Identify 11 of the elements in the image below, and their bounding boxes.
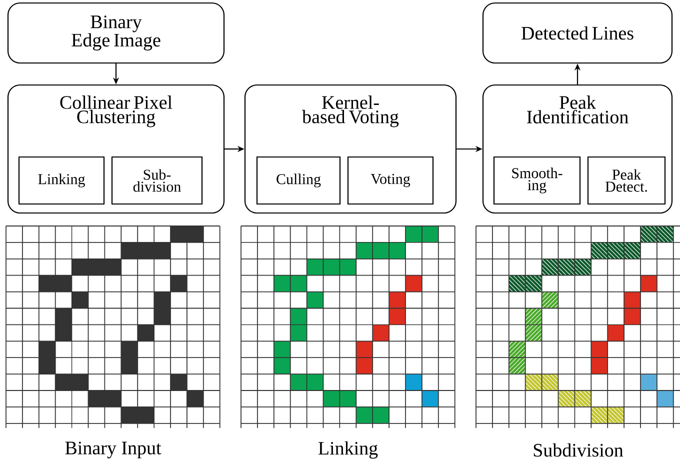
process-box: Binary Edge Image — [7, 2, 225, 64]
grid-caption: Subdivision — [534, 443, 624, 457]
step-box: Culling — [256, 156, 341, 205]
step-box: Sub- division — [111, 156, 203, 205]
step-box: Voting — [347, 156, 434, 205]
grid-caption: Binary Input — [65, 442, 162, 458]
step-box: Peak Detect. — [587, 156, 666, 205]
grid-caption: Linking — [318, 441, 378, 459]
process-box: Detected Lines — [482, 2, 673, 64]
step-box: Linking — [18, 156, 105, 205]
step-box: Smooth- ing — [493, 156, 581, 205]
